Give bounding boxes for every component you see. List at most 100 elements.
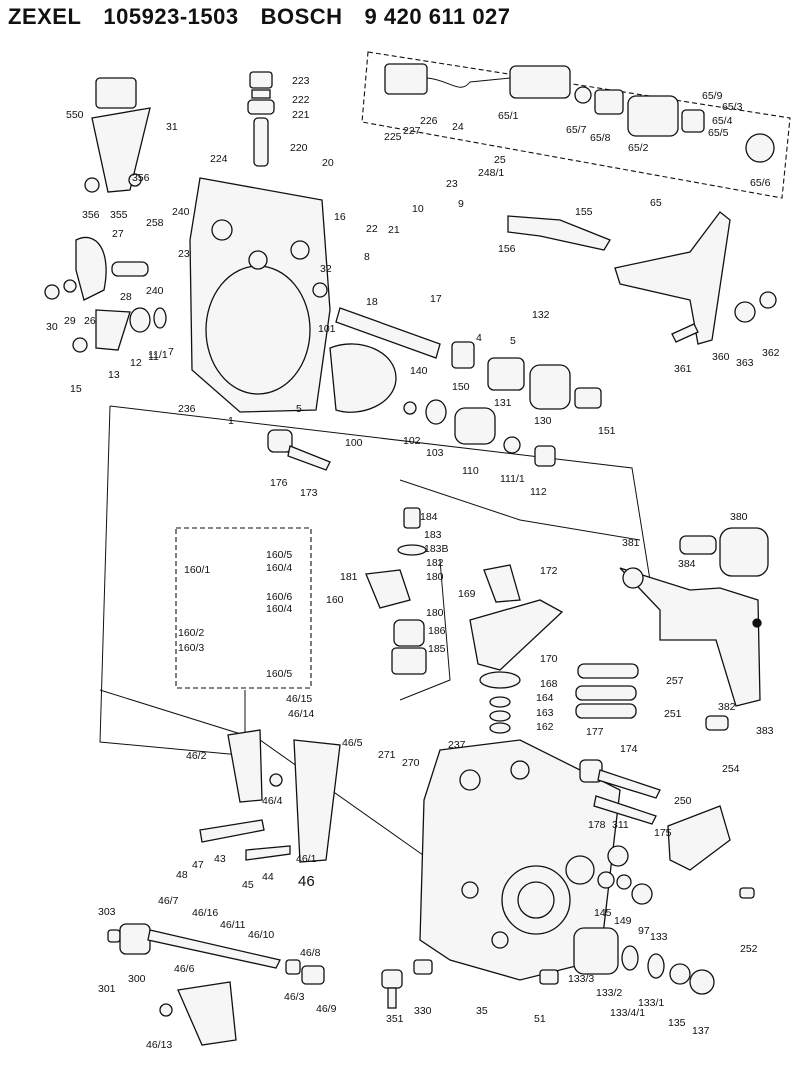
part-label: 23 [178,248,190,260]
part-label: 65/6 [750,177,771,189]
part-label: 182 [426,557,444,569]
part-label: 130 [534,415,552,427]
part-label: 160/1 [184,564,210,576]
part-label: 226 [420,115,438,127]
part-label: 135 [668,1017,686,1029]
part-label: 160/5 [266,549,292,561]
part-label: 32 [320,263,332,275]
part-label: 227 [403,125,421,137]
part-label: 7 [168,346,174,358]
part-label: 112 [530,486,547,498]
part-label: 13 [108,369,120,381]
part-label: 29 [64,315,76,327]
brand-bosch: BOSCH [260,4,343,29]
part-label: 46/3 [284,991,305,1003]
cold-start-assembly [619,527,769,707]
part-label: 240 [146,285,164,297]
spring-set [575,663,639,719]
part-label: 46/14 [288,708,314,720]
part-label: 301 [98,983,116,995]
part-label: 140 [410,365,428,377]
part-label: 46/2 [186,750,207,762]
part-label: 254 [722,763,740,775]
part-label: 162 [536,721,554,733]
part-label: 131 [494,397,512,409]
part-label: 46/6 [174,963,195,975]
pump-lower-housing [419,739,621,981]
part-label: 24 [452,121,464,133]
part-label: 133/3 [568,973,594,985]
drawing-header: ZEXEL 105923-1503 BOSCH 9 420 611 027 [8,4,511,36]
assembly-lines [99,405,761,861]
part-label: 48 [176,869,188,881]
part-label: 180 [426,571,444,583]
part-label: 225 [384,131,402,143]
part-label: 46/7 [158,895,179,907]
part-label: 258 [146,217,164,229]
part-label: 65/8 [590,132,611,144]
part-label: 46/15 [286,693,312,705]
part-label: 46/9 [316,1003,337,1015]
part-label: 300 [128,973,146,985]
part-label: 185 [428,643,446,655]
part-label: 160/3 [178,642,204,654]
part-label: 383 [756,725,774,737]
part-label: 250 [674,795,692,807]
part-label: 303 [98,906,116,918]
part-label: 180 [426,607,444,619]
part-label: 46/1 [296,853,317,865]
part-label: 237 [448,739,466,751]
part-label: 44 [262,871,274,883]
part-label: 311 [612,819,629,831]
part-label: 361 [674,363,692,375]
part-label: 23 [446,178,458,190]
part-label: 384 [678,558,696,570]
lower-right-parts [573,715,755,995]
governor-assembly [365,507,564,734]
part-label: 183 [424,529,442,541]
part-label: 43 [214,853,226,865]
part-label: 65/9 [702,90,723,102]
part-label: 21 [388,224,400,236]
part-label: 46 [298,873,315,890]
group-box-160 [175,527,312,689]
part-label: 65/7 [566,124,587,136]
part-label: 22 [366,223,378,235]
part-label: 11 [148,351,159,363]
part-label: 178 [588,819,606,831]
part-label: 170 [540,653,558,665]
part-label: 10 [412,203,424,215]
part-label: 173 [300,487,318,499]
part-label: 252 [740,943,758,955]
part-label: 30 [46,321,58,333]
part-label: 184 [420,511,438,523]
part-label: 145 [594,907,612,919]
part-label: 270 [402,757,420,769]
part-label: 186 [428,625,446,637]
brand-zexel: ZEXEL [8,4,82,29]
part-label: 257 [666,675,684,687]
part-label: 363 [736,357,754,369]
part-label: 31 [166,121,178,133]
part-label: 51 [534,1013,546,1025]
part-label: 155 [575,206,593,218]
part-label: 133 [650,931,668,943]
part-label: 356 [82,209,100,221]
part-label: 174 [620,743,638,755]
part-label: 221 [292,109,310,121]
part-label: 46/10 [248,929,274,941]
part-label: 160/6 [266,591,292,603]
part-label: 65/5 [708,127,729,139]
solenoid-assembly [384,63,775,163]
part-number-zexel: 105923-1503 [103,4,239,29]
part-label: 133/4/1 [610,1007,645,1019]
part-label: 172 [540,565,558,577]
part-label: 160/4 [266,603,292,615]
part-label: 65 [650,197,662,209]
part-label: 65/1 [498,110,519,122]
part-label: 251 [664,708,682,720]
part-label: 102 [403,435,421,447]
part-label: 160/5 [266,668,292,680]
